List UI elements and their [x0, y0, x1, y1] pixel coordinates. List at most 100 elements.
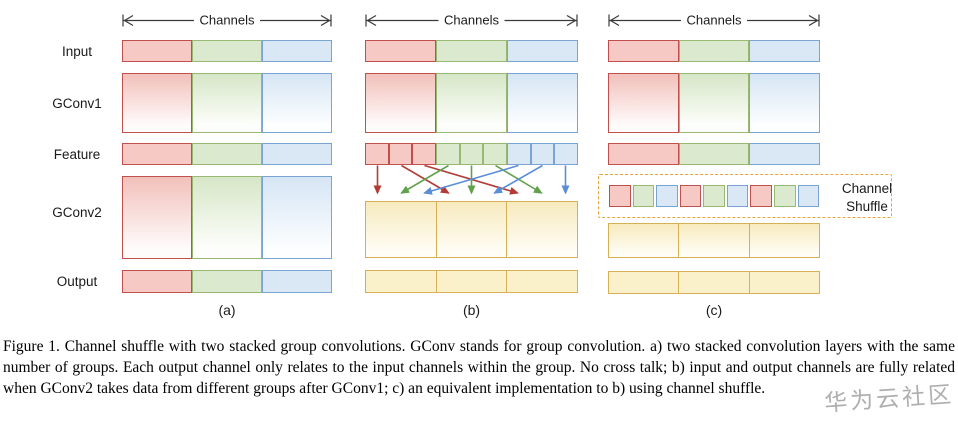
channels-arrow-svg: Channels [608, 13, 820, 28]
feature-bar-a [122, 143, 332, 165]
shuffle-cells [609, 185, 820, 207]
conv-group-green [192, 73, 262, 133]
channel-group-red [608, 143, 679, 165]
conv-group-blue [507, 73, 578, 133]
channel-group-red [365, 40, 436, 62]
shuffle-arrow-blue [423, 164, 519, 195]
feature-cell-green [483, 143, 508, 165]
shuffle-arrow-green [400, 164, 449, 194]
conv-group-red [122, 176, 192, 259]
figure-caption: Figure 1. Channel shuffle with two stack… [3, 338, 955, 397]
channel-group-blue [507, 40, 578, 62]
feature-cell-green [436, 143, 460, 165]
conv-group-blue [262, 73, 332, 133]
shuffle-cell-blue [656, 185, 678, 207]
channel-group-red [122, 270, 192, 293]
feature-cell-blue [507, 143, 531, 165]
gconv1-block-a [122, 73, 332, 133]
output-group-3 [506, 271, 577, 292]
output-group-1 [609, 272, 678, 293]
channels-label: Channels [687, 13, 742, 28]
channel-group-blue [262, 143, 332, 165]
conv-group-green [678, 73, 750, 133]
channel-group-green [192, 143, 262, 165]
caption-a: (a) [218, 302, 236, 318]
feature-cell-red [412, 143, 437, 165]
channels-arrow-b: Channels [365, 12, 578, 34]
conv-group-3 [748, 224, 819, 257]
input-bar-b [365, 40, 578, 62]
feature-cell-red [388, 143, 413, 165]
gconv1-block-b [365, 73, 578, 133]
channel-group-red [122, 40, 192, 62]
conv-group-blue [749, 73, 821, 133]
output-group-1 [366, 271, 436, 292]
conv-group-1 [609, 224, 678, 257]
panel-b: Channels (b) [365, 0, 579, 330]
gconv1-block-c [608, 73, 821, 133]
row-label-output: Output [56, 274, 98, 289]
channel-group-blue [749, 143, 821, 165]
panel-a: Channels (a) [122, 0, 332, 330]
shuffle-cell-blue [726, 185, 749, 207]
feature-bar-b [365, 143, 579, 165]
feature-bar-c [608, 143, 821, 165]
channel-group-green [678, 143, 750, 165]
channel-shuffle-box [598, 174, 892, 218]
shuffle-cell-green [703, 185, 725, 207]
output-bar-c [608, 271, 820, 294]
gconv2-block-b [365, 201, 578, 258]
row-label-feature: Feature [53, 147, 101, 162]
output-group-2 [678, 272, 748, 293]
channel-group-red [608, 40, 679, 62]
caption-c: (c) [705, 302, 723, 318]
channels-label: Channels [444, 13, 499, 28]
row-label-gconv1: GConv1 [52, 96, 102, 111]
row-label-gconv2: GConv2 [52, 205, 102, 220]
input-bar-c [608, 40, 821, 62]
conv-group-red [122, 73, 192, 133]
channels-arrow-svg: Channels [365, 13, 578, 28]
channel-group-red [122, 143, 192, 165]
conv-group-2 [678, 224, 748, 257]
shuffle-cell-red [750, 185, 772, 207]
channel-group-blue [749, 40, 821, 62]
channels-arrow-a: Channels [122, 12, 332, 34]
conv-group-green [436, 73, 507, 133]
shuffle-cell-green [773, 185, 796, 207]
channel-group-blue [262, 40, 332, 62]
channel-shuffle-label: Channel Shuffle [841, 181, 893, 214]
conv-group-2 [435, 202, 507, 257]
output-bar-a [122, 270, 332, 293]
channels-arrow-svg: Channels [122, 13, 332, 28]
channel-group-blue [262, 270, 332, 293]
gconv2-block-a [122, 176, 332, 259]
channels-label: Channels [200, 13, 255, 28]
conv-group-green [192, 176, 262, 259]
conv-group-3 [506, 202, 577, 257]
caption-b: (b) [462, 302, 481, 318]
output-group-2 [435, 271, 507, 292]
feature-cell-blue [530, 143, 555, 165]
shuffle-cell-green [632, 185, 655, 207]
channel-group-green [436, 40, 507, 62]
feature-cell-blue [554, 143, 579, 165]
feature-cell-red [365, 143, 389, 165]
conv-group-red [365, 73, 436, 133]
row-label-input: Input [61, 44, 93, 59]
input-bar-a [122, 40, 332, 62]
conv-group-red [608, 73, 679, 133]
channel-group-green [678, 40, 750, 62]
shuffle-arrows [365, 164, 578, 206]
channels-arrow-c: Channels [608, 12, 820, 34]
conv-group-1 [366, 202, 436, 257]
shuffle-arrows-svg [373, 164, 570, 195]
gconv2-block-c [608, 223, 820, 258]
feature-cell-green [459, 143, 484, 165]
conv-group-blue [262, 176, 332, 259]
shuffle-cell-red [679, 185, 702, 207]
output-bar-b [365, 270, 578, 293]
shuffle-cell-blue [797, 185, 820, 207]
panel-c: Channels Channel Shuffle (c [598, 0, 892, 330]
